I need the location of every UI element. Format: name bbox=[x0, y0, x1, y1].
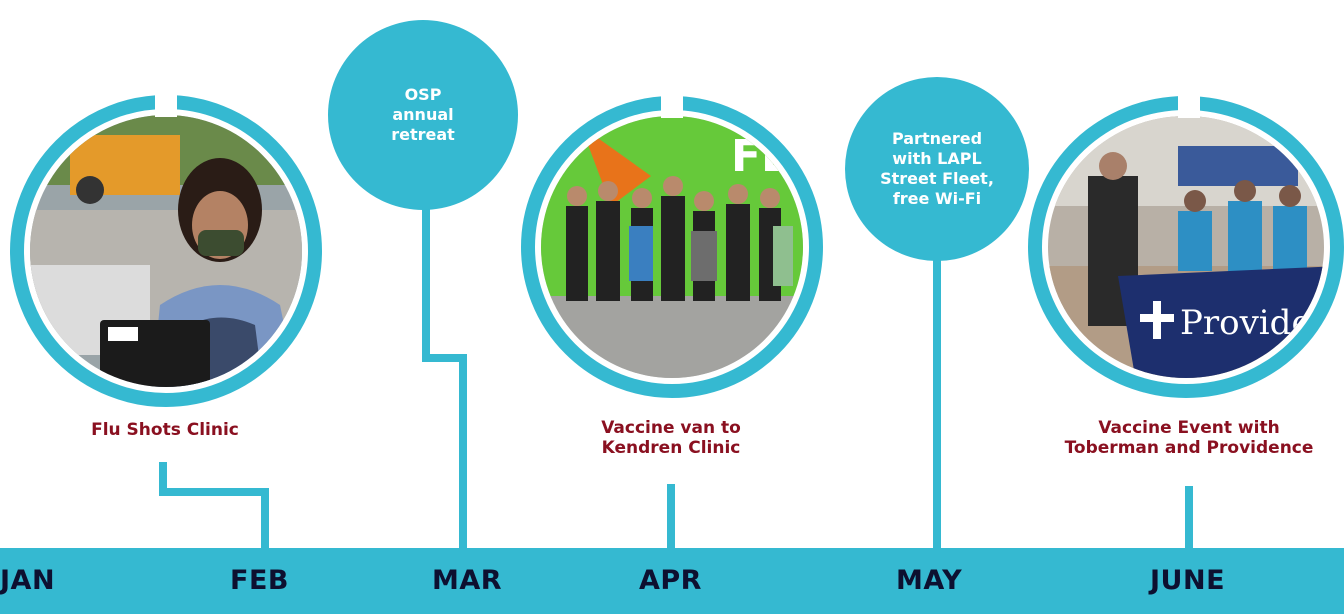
photo-flu-shots-scene bbox=[30, 115, 302, 387]
photo-vaccine-van-scene: FL bbox=[541, 116, 803, 378]
photo-vaccine-van: FL bbox=[521, 96, 823, 398]
connector-osp-retreat bbox=[422, 198, 467, 550]
bubble-lapl-fleet: Partnered with LAPL Street Fleet, free W… bbox=[845, 77, 1029, 261]
bubble-osp-retreat: OSP annual retreat bbox=[328, 20, 518, 210]
month-band bbox=[0, 548, 1344, 614]
photo-vaccine-event-scene: Providence bbox=[1048, 116, 1324, 378]
ring-gap-vaccine-van bbox=[661, 94, 683, 118]
month-mar: MAR bbox=[432, 565, 503, 596]
caption-vaccine-van: Vaccine van to Kendren Clinic bbox=[601, 418, 741, 458]
caption-vaccine-event: Vaccine Event with Toberman and Providen… bbox=[1064, 418, 1314, 458]
connector-flu-shots bbox=[159, 462, 269, 550]
caption-flu-shots: Flu Shots Clinic bbox=[91, 420, 239, 440]
bubble-lapl-fleet-text: Partnered with LAPL Street Fleet, free W… bbox=[880, 129, 994, 208]
ring-gap-vaccine-event bbox=[1178, 94, 1200, 118]
month-june: JUNE bbox=[1150, 565, 1226, 596]
ring-gap-flu-shots bbox=[155, 93, 177, 117]
month-may: MAY bbox=[896, 565, 963, 596]
month-feb: FEB bbox=[230, 565, 289, 596]
month-apr: APR bbox=[639, 565, 702, 596]
bubble-osp-retreat-text: OSP annual retreat bbox=[391, 85, 455, 144]
photo-flu-shots bbox=[10, 95, 322, 407]
month-jan: JAN bbox=[0, 565, 56, 596]
photo-banner-providence-text: Providence bbox=[1180, 303, 1324, 343]
photo-vaccine-event: Providence bbox=[1028, 96, 1344, 398]
